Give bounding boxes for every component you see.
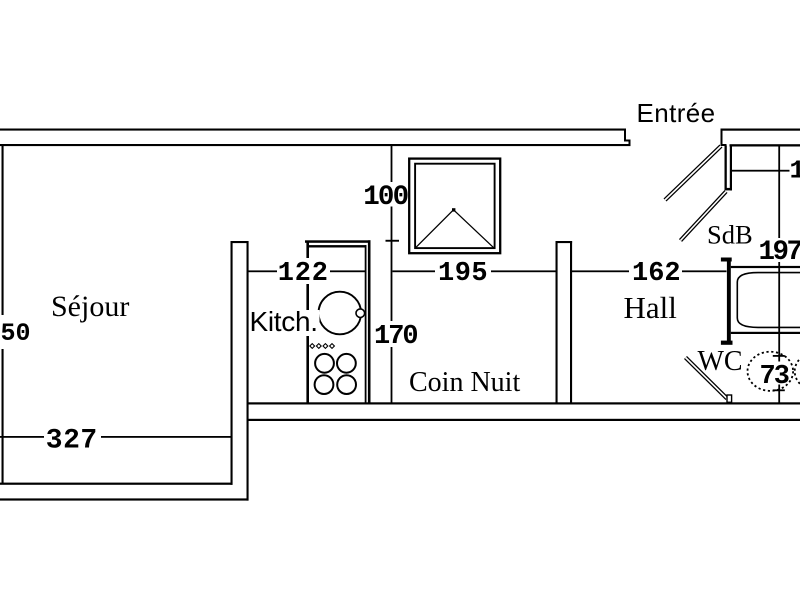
svg-text:WC: WC <box>698 346 743 377</box>
svg-text:73: 73 <box>760 362 789 392</box>
svg-text:Entrée: Entrée <box>637 98 716 128</box>
svg-text:Séjour: Séjour <box>51 290 129 323</box>
svg-text:SdB: SdB <box>707 219 753 249</box>
svg-text:162: 162 <box>632 259 681 289</box>
svg-text:122: 122 <box>278 259 329 289</box>
svg-text:195: 195 <box>438 259 488 289</box>
svg-text:100: 100 <box>363 182 407 213</box>
svg-text:170: 170 <box>374 322 417 352</box>
svg-text:Hall: Hall <box>624 290 677 325</box>
svg-text:16: 16 <box>790 156 800 186</box>
svg-text:50: 50 <box>1 319 31 348</box>
svg-text:327: 327 <box>46 425 98 456</box>
svg-text:197: 197 <box>759 237 800 268</box>
svg-text:Kitch.: Kitch. <box>250 306 318 337</box>
svg-text:Coin Nuit: Coin Nuit <box>409 367 520 398</box>
